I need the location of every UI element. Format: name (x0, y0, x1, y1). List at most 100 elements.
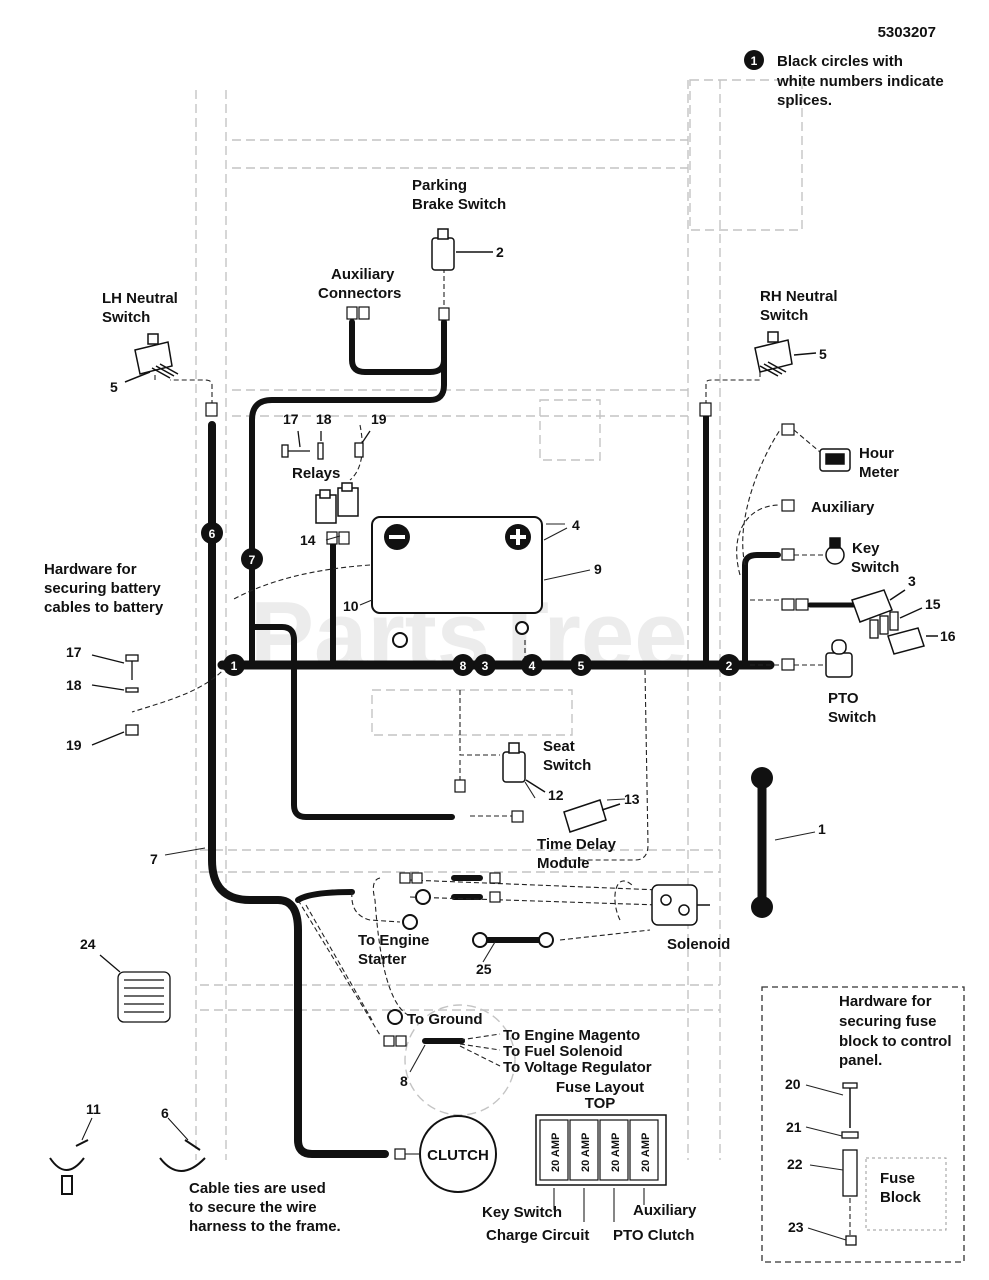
svg-text:6: 6 (209, 527, 216, 541)
part-number-18-left: 18 (66, 677, 82, 693)
engine-starter-label-2: Starter (358, 951, 407, 968)
key-switch-icon (794, 537, 845, 565)
hardware-battery-label-3: cables to battery (44, 599, 164, 616)
part-number-22: 22 (787, 1156, 803, 1172)
fuse-layout-label-1: Fuse Layout (556, 1079, 644, 1096)
splice-markers: 1 2 3 4 5 6 7 8 (201, 522, 740, 676)
seat-switch-label-1: Seat (543, 738, 575, 755)
fuse-layout-label-2: TOP (585, 1095, 616, 1112)
pto-switch-label-2: Switch (828, 709, 876, 726)
hardware-battery-label-2: securing battery (44, 580, 161, 597)
hour-meter-label-1: Hour (859, 445, 894, 462)
part-number-21: 21 (786, 1119, 802, 1135)
clutch: CLUTCH (405, 1115, 497, 1193)
legend-marker: 1 (751, 54, 758, 68)
seat-switch-icon (502, 742, 546, 793)
part-number-10: 10 (343, 598, 359, 614)
legend-line-1: Black circles with (777, 53, 903, 70)
to-fuel-label: To Fuel Solenoid (503, 1043, 623, 1060)
part-number-5-right: 5 (819, 346, 827, 362)
part-number-5-left: 5 (110, 379, 118, 395)
part-number-3: 3 (908, 573, 916, 589)
part-number-19-top: 19 (371, 411, 387, 427)
pto-switch-icon (794, 639, 853, 678)
fuse-pto-label: PTO Clutch (613, 1227, 694, 1244)
time-delay-label-2: Module (537, 855, 590, 872)
part-number-16: 16 (940, 628, 956, 644)
solenoid-icon (651, 884, 710, 926)
relay-hardware-icon (281, 430, 371, 460)
aux-connectors-label-1: Auxiliary (331, 266, 395, 283)
key-switch-label-2: Switch (851, 559, 899, 576)
svg-text:4: 4 (529, 659, 536, 673)
engine-starter-label-1: To Engine (358, 932, 429, 949)
splice-8: 8 (452, 654, 474, 676)
fuse-1-rating: 20 AMP (550, 1133, 562, 1172)
cable-ties-label-3: harness to the frame. (189, 1218, 341, 1235)
ring-terminals (387, 621, 554, 1025)
part-number-14: 14 (300, 532, 316, 548)
cable-ties-label-1: Cable ties are used (189, 1180, 326, 1197)
splice-2: 2 (718, 654, 740, 676)
fuse-4-rating: 20 AMP (640, 1133, 652, 1172)
part-number-25: 25 (476, 961, 492, 977)
hardware-fuse-label-2: securing fuse (839, 1013, 937, 1030)
fuse-block-label-2: Block (880, 1189, 922, 1206)
fuse-clip-15-icon (869, 607, 923, 639)
frame-outline (195, 79, 803, 1160)
part-number-20: 20 (785, 1076, 801, 1092)
clutch-label: CLUTCH (427, 1147, 489, 1164)
lh-neutral-label-2: Switch (102, 309, 150, 326)
hardware-fuse-label-1: Hardware for (839, 993, 932, 1010)
svg-text:8: 8 (460, 659, 467, 673)
splice-1: 1 (223, 654, 245, 676)
parking-brake-label-2: Brake Switch (412, 196, 506, 213)
cover-16-icon (887, 627, 938, 655)
legend-line-3: splices. (777, 92, 832, 109)
part-number-9: 9 (594, 561, 602, 577)
hardware-fuse-label-3: block to control (839, 1033, 952, 1050)
to-magneto-label: To Engine Magento (503, 1027, 640, 1044)
aux-connectors-label-2: Connectors (318, 285, 401, 302)
part-number-17-top: 17 (283, 411, 299, 427)
part-number-13: 13 (624, 791, 640, 807)
fuse-key-switch-label: Key Switch (482, 1204, 562, 1221)
lh-neutral-switch-icon (124, 333, 179, 383)
solenoid-label: Solenoid (667, 936, 730, 953)
battery-hardware-icon (91, 654, 139, 746)
splice-6: 6 (201, 522, 223, 544)
hour-meter-label-2: Meter (859, 464, 899, 481)
cable-ties-label-2: to secure the wire (189, 1199, 317, 1216)
relays-label: Relays (292, 465, 340, 482)
battery (359, 516, 591, 614)
part-number-19-left: 19 (66, 737, 82, 753)
hardware-fuse-label-4: panel. (839, 1052, 882, 1069)
to-voltage-label: To Voltage Regulator (503, 1059, 652, 1076)
connector-3-icon (851, 589, 906, 623)
cable-tie-6-icon (159, 1117, 206, 1172)
time-delay-module-icon (563, 799, 621, 833)
part-number-4: 4 (572, 517, 580, 533)
svg-text:3: 3 (482, 659, 489, 673)
to-ground-label: To Ground (407, 1011, 483, 1028)
relays-icon (315, 482, 359, 524)
splice-7: 7 (241, 548, 263, 570)
part-number-8: 8 (400, 1073, 408, 1089)
pto-switch-label-1: PTO (828, 690, 859, 707)
svg-text:7: 7 (249, 553, 256, 567)
legend: 1 Black circles with white numbers indic… (744, 50, 944, 109)
splice-5: 5 (570, 654, 592, 676)
labels: 5303207 1 Black circles with white numbe… (44, 24, 952, 1244)
part-number-2: 2 (496, 244, 504, 260)
connectors (205, 306, 809, 1160)
auxiliary-label: Auxiliary (811, 499, 875, 516)
parking-brake-switch-icon (431, 228, 493, 271)
part-numbers: 1 2 3 4 5 5 6 7 8 9 10 11 12 13 14 15 16… (66, 244, 956, 1235)
svg-text:2: 2 (726, 659, 733, 673)
battery-cable-1 (751, 767, 816, 918)
fuse-3-rating: 20 AMP (610, 1133, 622, 1172)
part-number-23: 23 (788, 1219, 804, 1235)
leader-lines (164, 523, 626, 1073)
rh-neutral-label-1: RH Neutral (760, 288, 838, 305)
